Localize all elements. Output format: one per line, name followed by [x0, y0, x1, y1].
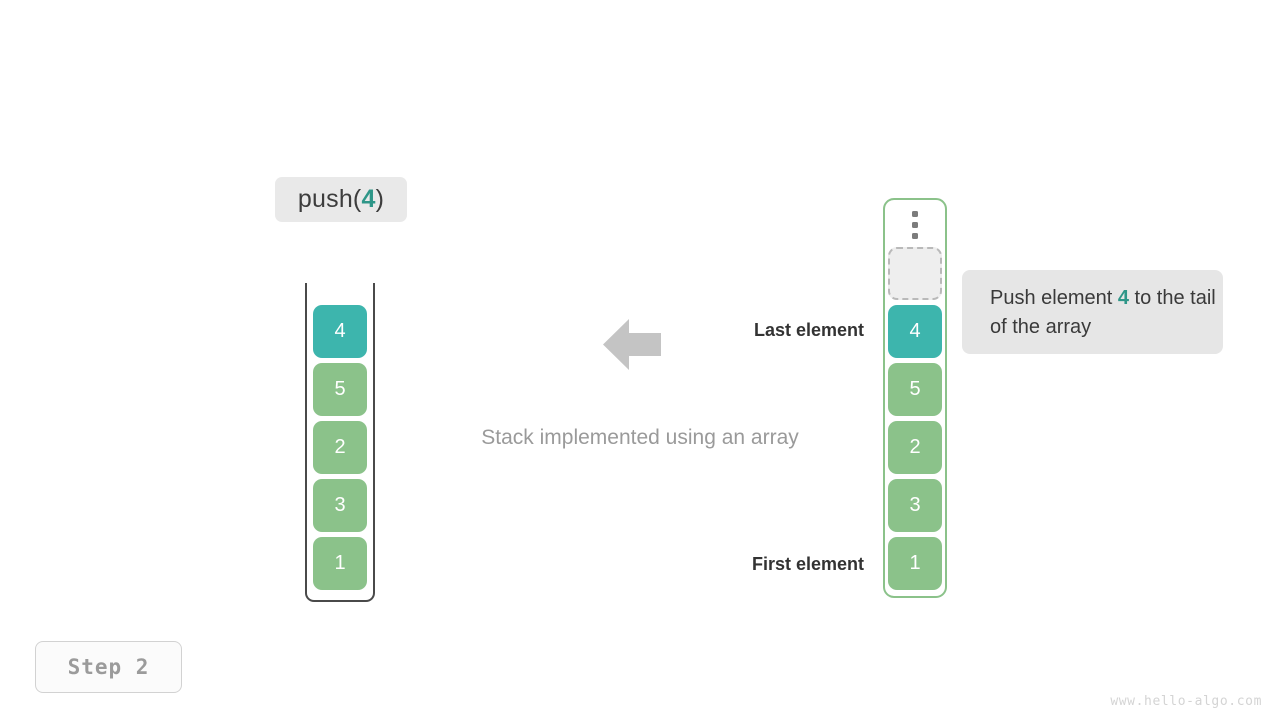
stack-container — [305, 283, 375, 602]
arrow-left-icon — [603, 319, 661, 370]
array-cell: 2 — [888, 421, 942, 474]
watermark: www.hello-algo.com — [1110, 694, 1262, 709]
stack-cell: 1 — [313, 537, 367, 590]
array-cell: 1 — [888, 537, 942, 590]
tooltip-suffix: to the tail of the array — [990, 287, 1216, 338]
array-cell-list: 4 5 2 3 1 — [888, 247, 942, 590]
operation-label: push(4) — [275, 177, 407, 222]
ellipsis-dot — [912, 233, 918, 239]
tooltip-prefix: Push element — [990, 287, 1118, 309]
array-cell: 3 — [888, 479, 942, 532]
operation-name: push — [297, 185, 353, 213]
first-element-label: First element — [751, 554, 864, 574]
array-container — [883, 198, 947, 598]
stack-cell: 3 — [313, 479, 367, 532]
operation-open-paren: ( — [352, 185, 362, 213]
stack-cell: 2 — [313, 421, 367, 474]
diagram-caption: Stack implemented using an array — [481, 426, 799, 449]
tooltip-argument: 4 — [1117, 287, 1129, 309]
ellipsis-dot — [912, 211, 918, 217]
step-badge: Step 2 — [35, 641, 182, 693]
vertical-ellipsis-icon — [910, 211, 920, 239]
array-cell-empty — [888, 247, 942, 300]
last-element-label: Last element — [753, 320, 864, 340]
array-cell: 4 — [888, 305, 942, 358]
ellipsis-dot — [912, 222, 918, 228]
operation-close-paren: ) — [375, 185, 385, 213]
array-cell: 5 — [888, 363, 942, 416]
stack-cell: 4 — [313, 305, 367, 358]
stack-cell: 5 — [313, 363, 367, 416]
explanation-tooltip: Push element 4 to the tail of the array — [962, 270, 1223, 354]
stack-cell-list: 4 5 2 3 1 — [313, 305, 367, 590]
operation-argument: 4 — [361, 185, 376, 213]
